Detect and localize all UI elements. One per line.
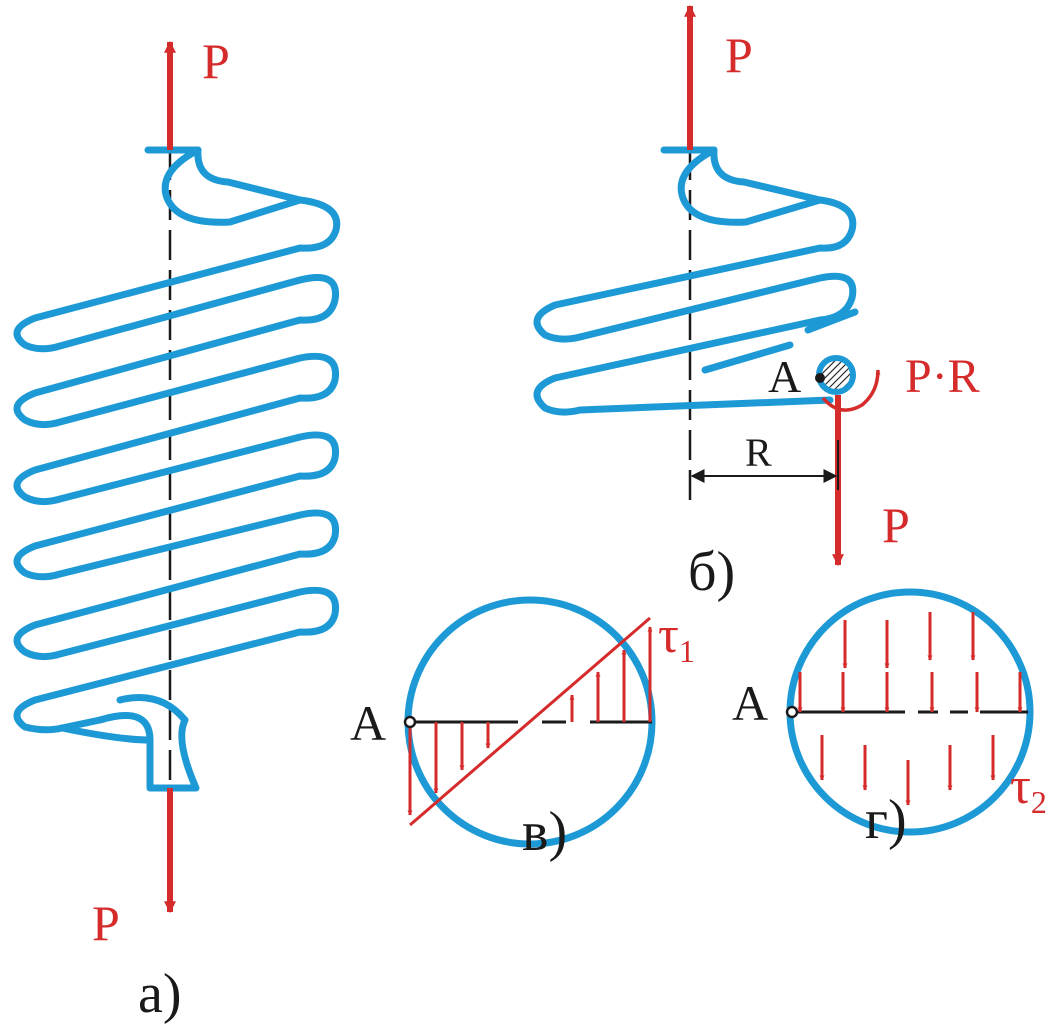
force-label-bottom: P: [92, 895, 120, 951]
tau1-arrows: [407, 626, 653, 816]
panel-b-cut-spring: A P·R P P R б): [533, 4, 980, 603]
spring-coil: [13, 146, 341, 792]
force-label-top: P: [202, 33, 230, 89]
stress-diagram-line: [409, 616, 651, 827]
moment-label: P·R: [905, 350, 980, 403]
force-label-cut: P: [882, 497, 910, 553]
point-a-marker-v: [403, 715, 417, 729]
point-a-marker-b: [815, 373, 825, 383]
point-a-label-v: A: [350, 695, 386, 751]
tau2-arrows: [797, 612, 1023, 806]
point-a-label-b: A: [768, 351, 801, 402]
panel-v-torsion-stress: A τ1 в): [350, 596, 695, 863]
panel-g-shear-stress: A τ2 г): [732, 588, 1047, 851]
spring-coil-cut: [533, 146, 859, 416]
tau2-label: τ2: [1010, 758, 1047, 820]
wire-section: [816, 355, 856, 395]
radius-label: R: [745, 430, 772, 475]
point-a-marker-g: [785, 705, 799, 719]
panel-label-b: б): [688, 541, 735, 603]
panel-a-spring: P P а): [13, 33, 341, 1024]
moment-arrow: [821, 369, 881, 412]
tau1-label: τ1: [658, 607, 695, 669]
point-a-label-g: A: [732, 675, 768, 731]
panel-label-a: а): [138, 963, 182, 1024]
panel-label-g: г): [865, 789, 907, 851]
force-label-top-cut: P: [725, 27, 753, 83]
panel-label-v: в): [522, 801, 567, 863]
